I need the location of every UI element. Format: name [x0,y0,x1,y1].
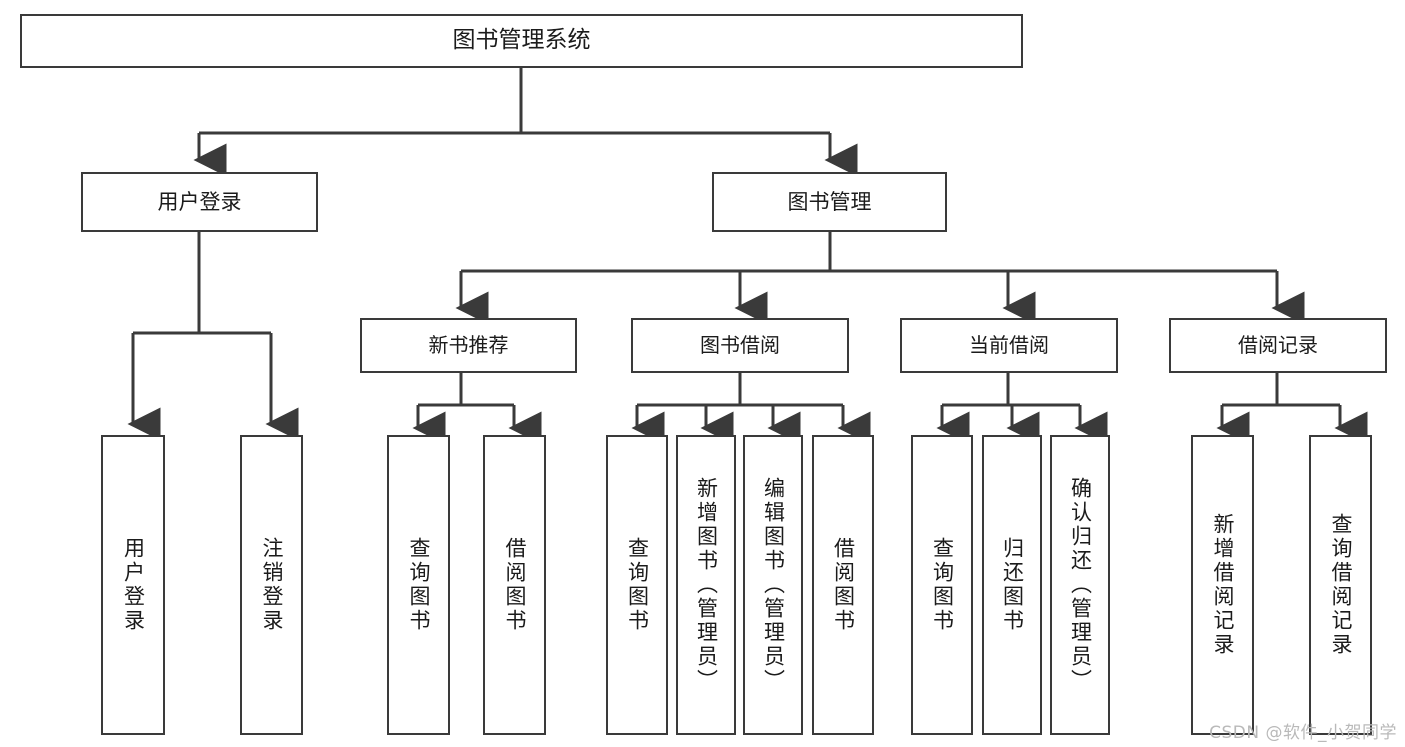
leaf-current-return-book[interactable]: 归还图书 [982,435,1042,735]
leaf-borrow-borrow-book[interactable]: 借阅图书 [812,435,874,735]
node-book-management-label: 图书管理 [787,189,872,214]
leaf-new-book-borrow[interactable]: 借阅图书 [483,435,546,735]
leaf-new-book-query-label: 查询图书 [407,537,431,633]
leaf-current-confirm-return[interactable]: 确认归还（管理员） [1050,435,1110,735]
leaf-user-login-login[interactable]: 用户登录 [101,435,165,735]
leaf-current-confirm-return-label: 确认归还（管理员） [1068,477,1093,693]
watermark: CSDN @软件_小贺同学 [1209,723,1397,743]
node-user-login-label: 用户登录 [157,189,242,214]
leaf-borrow-edit-book-label: 编辑图书（管理员） [761,477,786,693]
leaf-borrow-edit-book[interactable]: 编辑图书（管理员） [743,435,803,735]
leaf-record-add-record-label: 新增借阅记录 [1211,513,1235,657]
leaf-new-book-borrow-label: 借阅图书 [503,537,527,633]
leaf-borrow-add-book[interactable]: 新增图书（管理员） [676,435,736,735]
node-root-label: 图书管理系统 [452,27,591,54]
leaf-user-login-logout-label: 注销登录 [260,537,284,633]
leaf-borrow-query-book[interactable]: 查询图书 [606,435,668,735]
leaf-borrow-query-book-label: 查询图书 [625,537,650,633]
leaf-record-query-record[interactable]: 查询借阅记录 [1309,435,1372,735]
leaf-current-query-book[interactable]: 查询图书 [911,435,973,735]
node-new-book-recommend-label: 新书推荐 [428,332,509,357]
leaf-borrow-add-book-label: 新增图书（管理员） [694,477,719,693]
leaf-current-return-book-label: 归还图书 [1000,537,1025,633]
node-book-borrow[interactable]: 图书借阅 [631,318,849,373]
node-user-login[interactable]: 用户登录 [81,172,318,232]
leaf-user-login-login-label: 用户登录 [121,537,146,633]
leaf-borrow-borrow-book-label: 借阅图书 [831,537,856,633]
node-current-borrow[interactable]: 当前借阅 [900,318,1118,373]
node-borrow-record[interactable]: 借阅记录 [1169,318,1387,373]
node-borrow-record-label: 借阅记录 [1238,332,1318,357]
node-book-management[interactable]: 图书管理 [712,172,947,232]
leaf-record-query-record-label: 查询借阅记录 [1329,513,1353,657]
leaf-new-book-query[interactable]: 查询图书 [387,435,450,735]
node-current-borrow-label: 当前借阅 [969,332,1049,357]
leaf-record-add-record[interactable]: 新增借阅记录 [1191,435,1254,735]
node-book-borrow-label: 图书借阅 [700,332,780,357]
node-new-book-recommend[interactable]: 新书推荐 [360,318,577,373]
leaf-user-login-logout[interactable]: 注销登录 [240,435,303,735]
leaf-current-query-book-label: 查询图书 [930,537,955,633]
node-root[interactable]: 图书管理系统 [20,14,1023,68]
